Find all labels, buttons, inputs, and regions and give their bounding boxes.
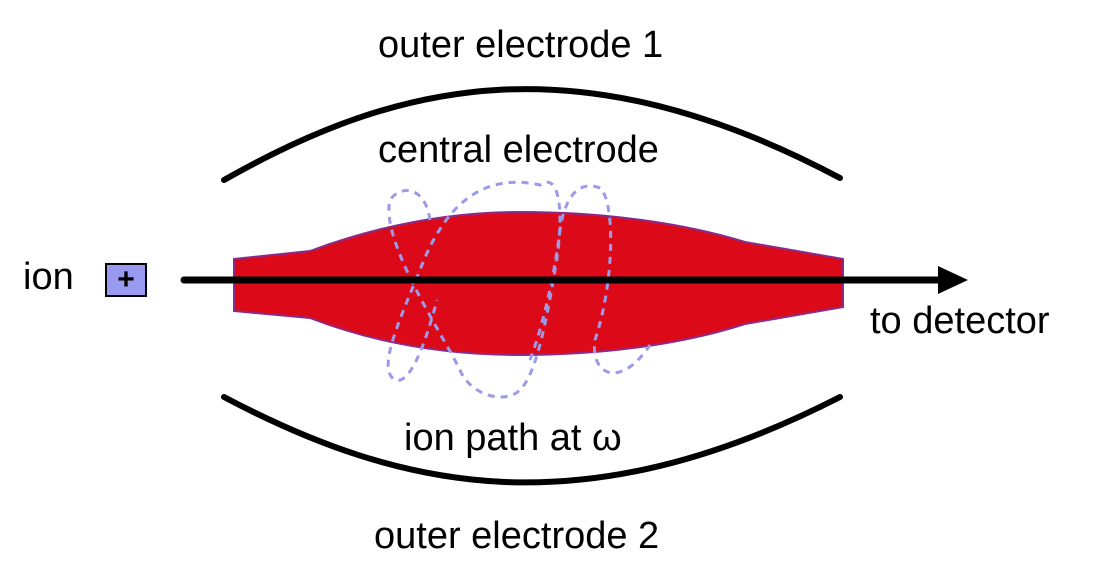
to-detector-label: to detector bbox=[870, 300, 1050, 342]
ion-label: ion bbox=[23, 256, 74, 298]
ion-path-label: ion path at ω bbox=[404, 417, 622, 459]
arrowhead-icon bbox=[938, 266, 968, 294]
outer-electrode-1 bbox=[221, 86, 843, 183]
ion-symbol-box: + bbox=[105, 263, 147, 297]
outer-electrode-1-label: outer electrode 1 bbox=[378, 24, 664, 66]
outer-electrode-2-label: outer electrode 2 bbox=[374, 515, 660, 557]
central-electrode-label: central electrode bbox=[378, 129, 659, 171]
ion-plus-symbol: + bbox=[117, 263, 135, 296]
outer-electrode-2 bbox=[221, 394, 843, 486]
